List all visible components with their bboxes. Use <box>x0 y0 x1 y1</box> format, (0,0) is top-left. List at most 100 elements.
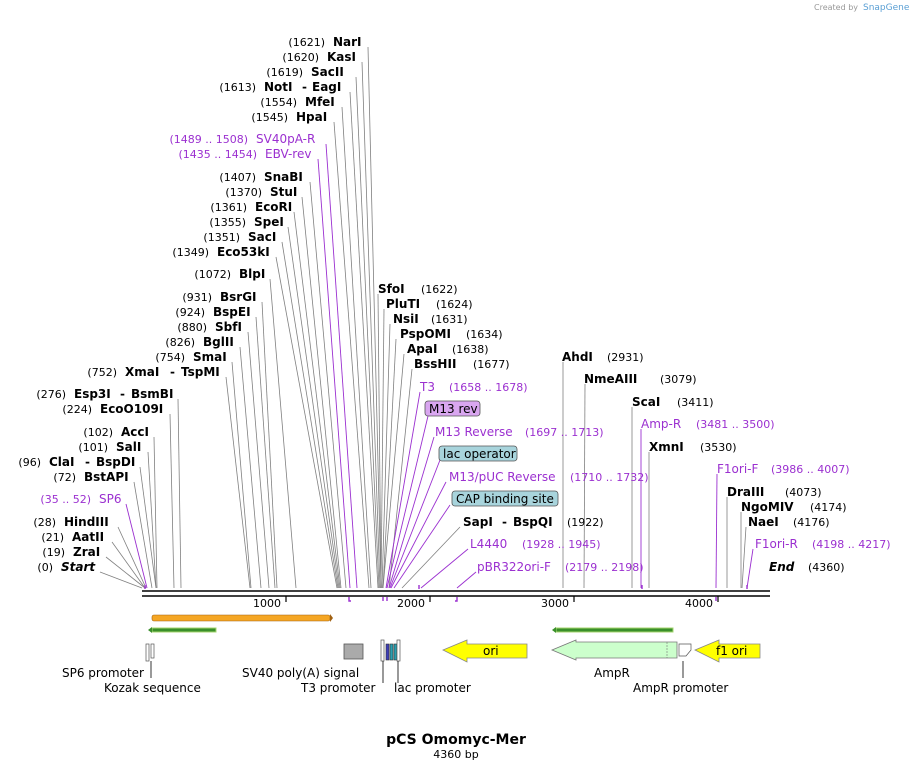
site-pos: (752) <box>87 366 117 379</box>
enzyme-name: BspDI <box>96 455 135 469</box>
primer-range: (1697 .. 1713) <box>525 426 604 439</box>
enzyme-name: AhdI <box>562 350 593 364</box>
site-pos: (102) <box>83 426 113 439</box>
feature-label: Kozak sequence <box>104 681 201 695</box>
enzyme-name: NgoMIV <box>741 500 794 514</box>
enzyme-name: NmeAIII <box>584 372 637 386</box>
start-label: Start <box>61 560 96 574</box>
primer-range: (1710 .. 1732) <box>570 471 649 484</box>
site-pos: (931) <box>182 291 212 304</box>
site-pos: (924) <box>175 306 205 319</box>
enzyme-name: KasI <box>327 50 356 64</box>
enzyme-name: NaeI <box>748 515 779 529</box>
feature-name: CAP binding site <box>456 492 554 506</box>
enzyme-name: TspMI <box>181 365 220 379</box>
enzyme-name: Eco53kI <box>217 245 270 259</box>
enzyme-name: BspQI <box>513 515 553 529</box>
enzyme-name: SfoI <box>378 282 405 296</box>
enzyme-labels-right: AhdI (2931) NmeAIII (3079) ScaI (3411) X… <box>562 350 847 574</box>
site-pos: (4360) <box>808 561 845 574</box>
f1-ori-arrow <box>694 639 761 663</box>
cap-site <box>393 643 398 661</box>
enzyme-name: BlpI <box>239 267 265 281</box>
site-pos: (1677) <box>473 358 510 371</box>
feature-label: AmpR promoter <box>633 681 728 695</box>
end-label: End <box>769 560 795 574</box>
primer-name: L4440 <box>470 537 507 551</box>
feature-name: M13 rev <box>429 402 478 416</box>
primer-range: (2179 .. 2198) <box>565 561 644 574</box>
enzyme-separator: - <box>502 515 507 529</box>
lac-operator-box <box>438 445 518 462</box>
site-pos: (1638) <box>452 343 489 356</box>
site-pos: (1355) <box>209 216 246 229</box>
site-pos: (224) <box>62 403 92 416</box>
primer-name: SV40pA-R <box>256 132 315 146</box>
site-pos: (1351) <box>203 231 240 244</box>
sv40-polya-feature <box>343 643 364 660</box>
primer-name: Amp-R <box>641 417 681 431</box>
enzyme-name: ZraI <box>73 545 100 559</box>
ampr-arrow <box>550 639 678 661</box>
site-pos: (1620) <box>282 51 319 64</box>
enzyme-labels-center: SfoI (1622) PluTI (1624) NsiI (1631) Psp… <box>378 282 604 529</box>
primer-name: M13 Reverse <box>435 425 513 439</box>
credit-prefix: Created by <box>814 3 858 12</box>
site-pos: (3411) <box>677 396 714 409</box>
enzyme-name: PluTI <box>386 297 420 311</box>
primer-range: (35 .. 52) <box>40 493 91 506</box>
primer-range: (3481 .. 3500) <box>696 418 775 431</box>
feature-name: lac operator <box>443 447 516 461</box>
enzyme-name: SapI <box>463 515 493 529</box>
tick-label: 2000 <box>397 597 425 610</box>
primer-name: F1ori-F <box>717 462 758 476</box>
enzyme-name: DraIII <box>727 485 764 499</box>
enzyme-separator: - <box>85 455 90 469</box>
tick-label: 1000 <box>253 597 281 610</box>
orf-ampr-green <box>555 627 674 633</box>
site-pos: (72) <box>53 471 76 484</box>
primer-name: T3 <box>419 380 435 394</box>
site-pos: (0) <box>37 561 53 574</box>
site-pos: (880) <box>177 321 207 334</box>
site-pos: (1922) <box>567 516 604 529</box>
site-pos: (4073) <box>785 486 822 499</box>
primer-leader-lines <box>125 143 754 589</box>
site-pos: (1619) <box>266 66 303 79</box>
primer-range: (1435 .. 1454) <box>178 148 257 161</box>
enzyme-name: SpeI <box>254 215 284 229</box>
enzyme-name: AccI <box>121 425 149 439</box>
primer-range: (4198 .. 4217) <box>812 538 891 551</box>
primer-range: (1928 .. 1945) <box>522 538 601 551</box>
enzyme-name: MfeI <box>305 95 335 109</box>
primer-range: (1489 .. 1508) <box>169 133 248 146</box>
ampr-promoter-feature <box>678 643 692 657</box>
orf-omomyc <box>151 614 331 622</box>
site-pos: (1624) <box>436 298 473 311</box>
site-pos: (1621) <box>288 36 325 49</box>
tick-label: 4000 <box>685 597 713 610</box>
f1-ori-label: f1 ori <box>716 644 747 658</box>
feature-label: lac promoter <box>394 681 471 695</box>
cap-binding-site-box <box>451 490 559 507</box>
feature-label: SP6 promoter <box>62 666 144 680</box>
primer-name: F1ori-R <box>755 537 798 551</box>
enzyme-name: ScaI <box>632 395 660 409</box>
orf-small-green <box>151 627 217 633</box>
enzyme-name: ClaI <box>49 455 74 469</box>
t3-promoter-feature <box>380 639 385 662</box>
site-pos: (1407) <box>219 171 256 184</box>
feature-label: AmpR <box>594 666 630 680</box>
site-pos: (19) <box>42 546 65 559</box>
primer-range: (1658 .. 1678) <box>449 381 528 394</box>
primer-ticks <box>144 585 748 602</box>
site-pos: (1634) <box>466 328 503 341</box>
enzyme-name: StuI <box>270 185 297 199</box>
leader-lines <box>99 46 747 589</box>
site-pos: (826) <box>165 336 195 349</box>
enzyme-separator: - <box>120 387 125 401</box>
primer-name: SP6 <box>99 492 122 506</box>
enzyme-name: Esp3I <box>74 387 111 401</box>
